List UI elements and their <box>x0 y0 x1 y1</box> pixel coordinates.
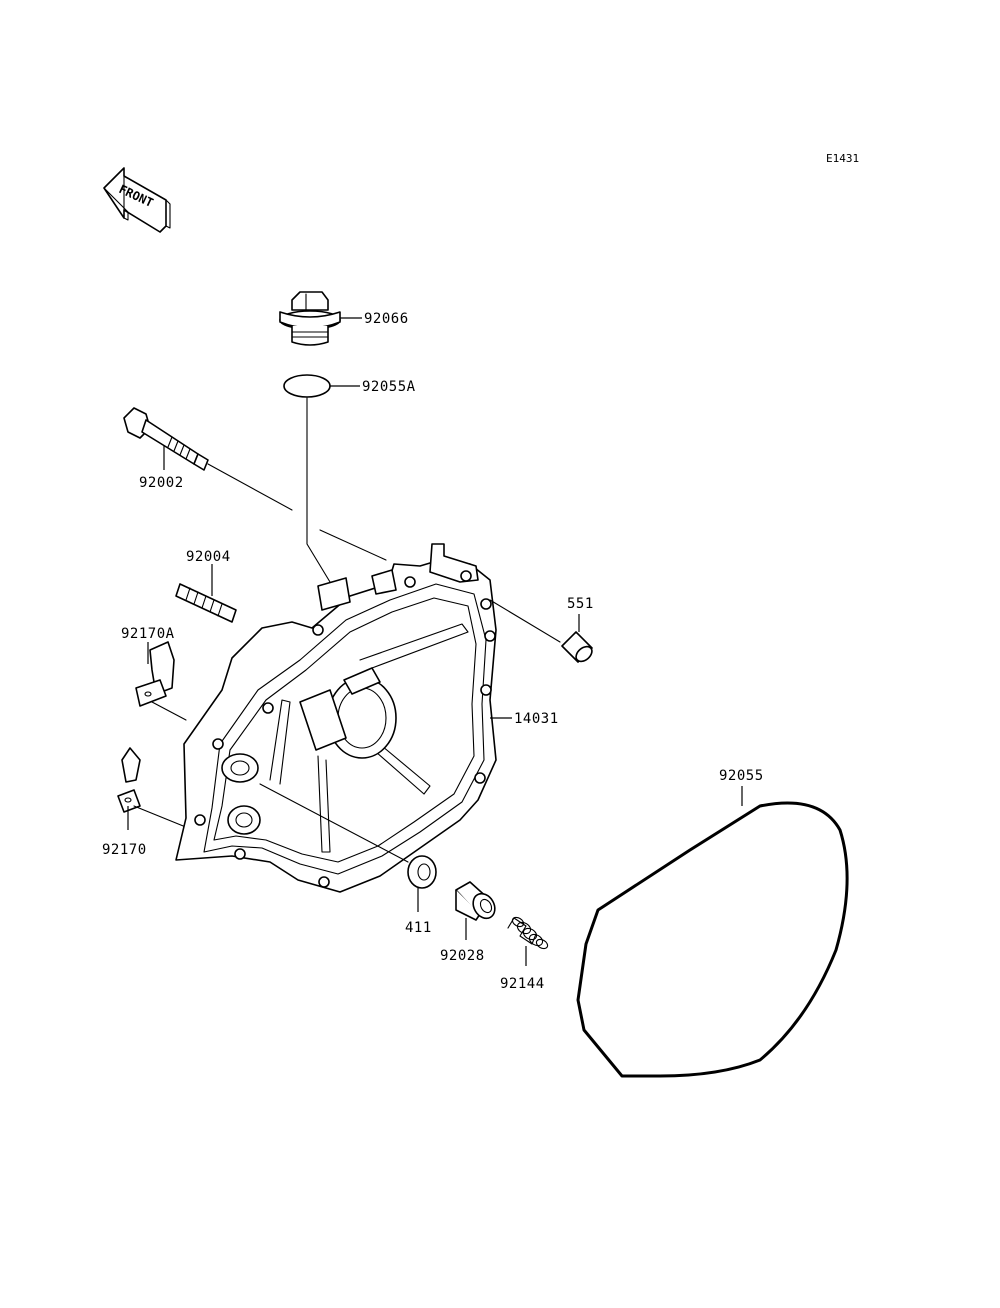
part-label-411: 411 <box>405 920 432 936</box>
oil-plug-92066 <box>279 291 341 346</box>
part-label-14031: 14031 <box>514 711 559 727</box>
gasket-92055 <box>576 801 849 1078</box>
stud-92004 <box>175 583 237 623</box>
part-label-551: 551 <box>567 596 594 612</box>
part-label-92002: 92002 <box>139 475 184 491</box>
part-label-92004: 92004 <box>186 549 231 565</box>
bolt-92002 <box>123 407 209 471</box>
part-label-92055A: 92055A <box>362 379 416 395</box>
part-label-92028: 92028 <box>440 948 485 964</box>
clamp-92170 <box>117 747 141 813</box>
cover-14031 <box>175 543 497 893</box>
spring-92144 <box>507 916 549 950</box>
dowel-pin-551 <box>561 631 593 663</box>
front-arrow-icon: FRONT <box>103 167 171 233</box>
part-label-92066: 92066 <box>364 311 409 327</box>
part-label-92055: 92055 <box>719 768 764 784</box>
diagram-code: E1431 <box>826 152 859 165</box>
o-ring-92055A <box>283 374 331 398</box>
part-label-92144: 92144 <box>500 976 545 992</box>
part-label-92170: 92170 <box>102 842 147 858</box>
bushing-92028 <box>455 881 496 921</box>
washer-411 <box>407 855 437 889</box>
part-label-92170A: 92170A <box>121 626 175 642</box>
clamp-92170A <box>135 641 175 707</box>
